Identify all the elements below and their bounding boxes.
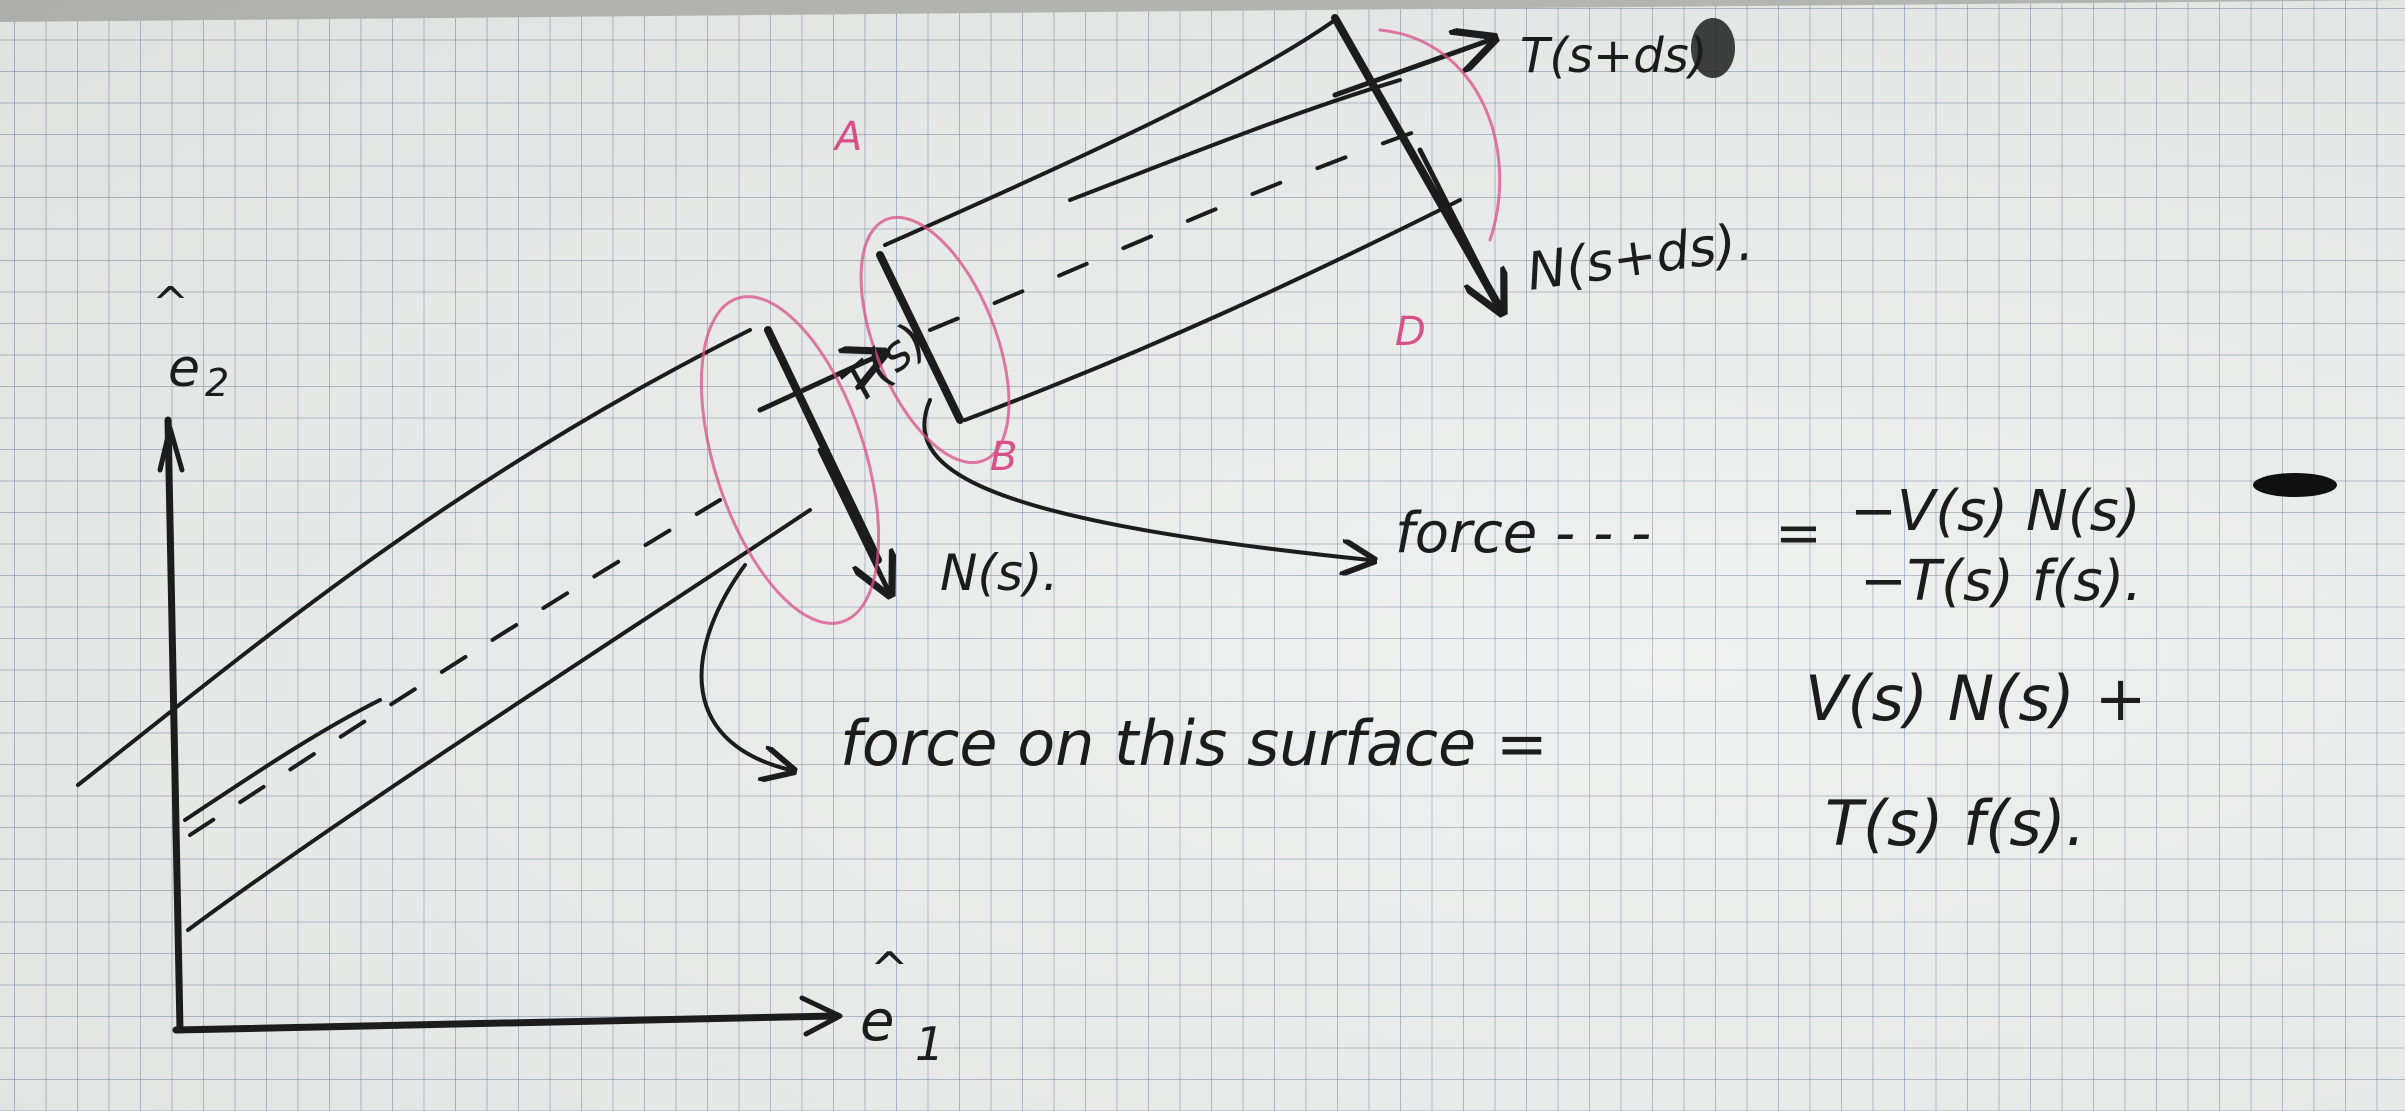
pink-label-D: D <box>1395 309 1426 355</box>
e1-axis-arrowhead <box>799 995 843 1037</box>
axis-labels: ^ e 1 ^ e 2 <box>152 278 944 1071</box>
pink-ellipse-left <box>699 295 881 625</box>
right-upper-edge <box>883 18 1337 247</box>
force-right-text: force on this surface = <box>840 707 1548 780</box>
e2-axis-arrowhead <box>157 425 185 473</box>
force-left-equals: = <box>1775 501 1822 566</box>
cut-surface-right <box>1331 14 1504 312</box>
ink-smudge-right <box>2253 473 2337 497</box>
label-N-s: N(s). <box>940 544 1058 602</box>
e1-hat: ^ <box>870 942 909 996</box>
tangent-vector-T-right <box>1332 40 1490 98</box>
force-right-line1: V(s) N(s) + <box>1805 662 2147 735</box>
arrow-to-force-right <box>922 398 1370 560</box>
tangent-vector-T-left <box>757 355 880 413</box>
e2-subscript: 2 <box>205 361 229 405</box>
cut-surface-middle <box>876 251 964 424</box>
right-mid-edge <box>1068 78 1402 202</box>
e2-hat: ^ <box>152 278 189 329</box>
label-T-s-ds: T(s+ds) <box>1520 28 1707 84</box>
axes <box>157 416 843 1037</box>
beam-centerline-dashed <box>188 498 722 837</box>
force-left-line2: −T(s) f(s). <box>1860 549 2142 614</box>
beam-left-end-curve <box>183 698 382 822</box>
force-left-prefix: force - - - <box>1395 501 1651 566</box>
beam-left-segment <box>76 326 888 932</box>
arrow-to-force-surface <box>699 563 790 770</box>
label-N-s-ds: N(s+ds). <box>1523 212 1756 303</box>
beam-right-segment <box>876 14 1504 424</box>
normal-vector-N-right <box>1417 147 1500 308</box>
force-right-line2: T(s) f(s). <box>1825 787 2085 860</box>
e1-axis-line <box>172 1012 839 1034</box>
force-left-line1: −V(s) N(s) <box>1850 479 2141 544</box>
e2-label: e <box>168 339 200 399</box>
beam-upper-edge <box>76 328 752 787</box>
right-centerline-dashed <box>928 128 1422 332</box>
beam-lower-edge <box>186 508 812 932</box>
force-equation-right: force on this surface = V(s) N(s) + T(s)… <box>840 662 2147 860</box>
right-lower-edge <box>963 198 1462 422</box>
e1-label: e <box>860 989 894 1054</box>
cut-surface-left <box>764 326 882 564</box>
e2-axis-line <box>164 416 184 1034</box>
e1-subscript: 1 <box>915 1017 944 1071</box>
pink-label-B: B <box>990 434 1017 480</box>
pink-label-A: A <box>832 114 862 160</box>
pink-arc-right <box>1378 28 1502 242</box>
ink-smudge-top <box>1691 18 1735 78</box>
force-equation-left: force - - - = −V(s) N(s) −T(s) f(s). <box>1395 479 2142 614</box>
pink-ellipse-middle <box>859 215 1011 465</box>
pink-scribbles: A B D <box>699 28 1502 625</box>
